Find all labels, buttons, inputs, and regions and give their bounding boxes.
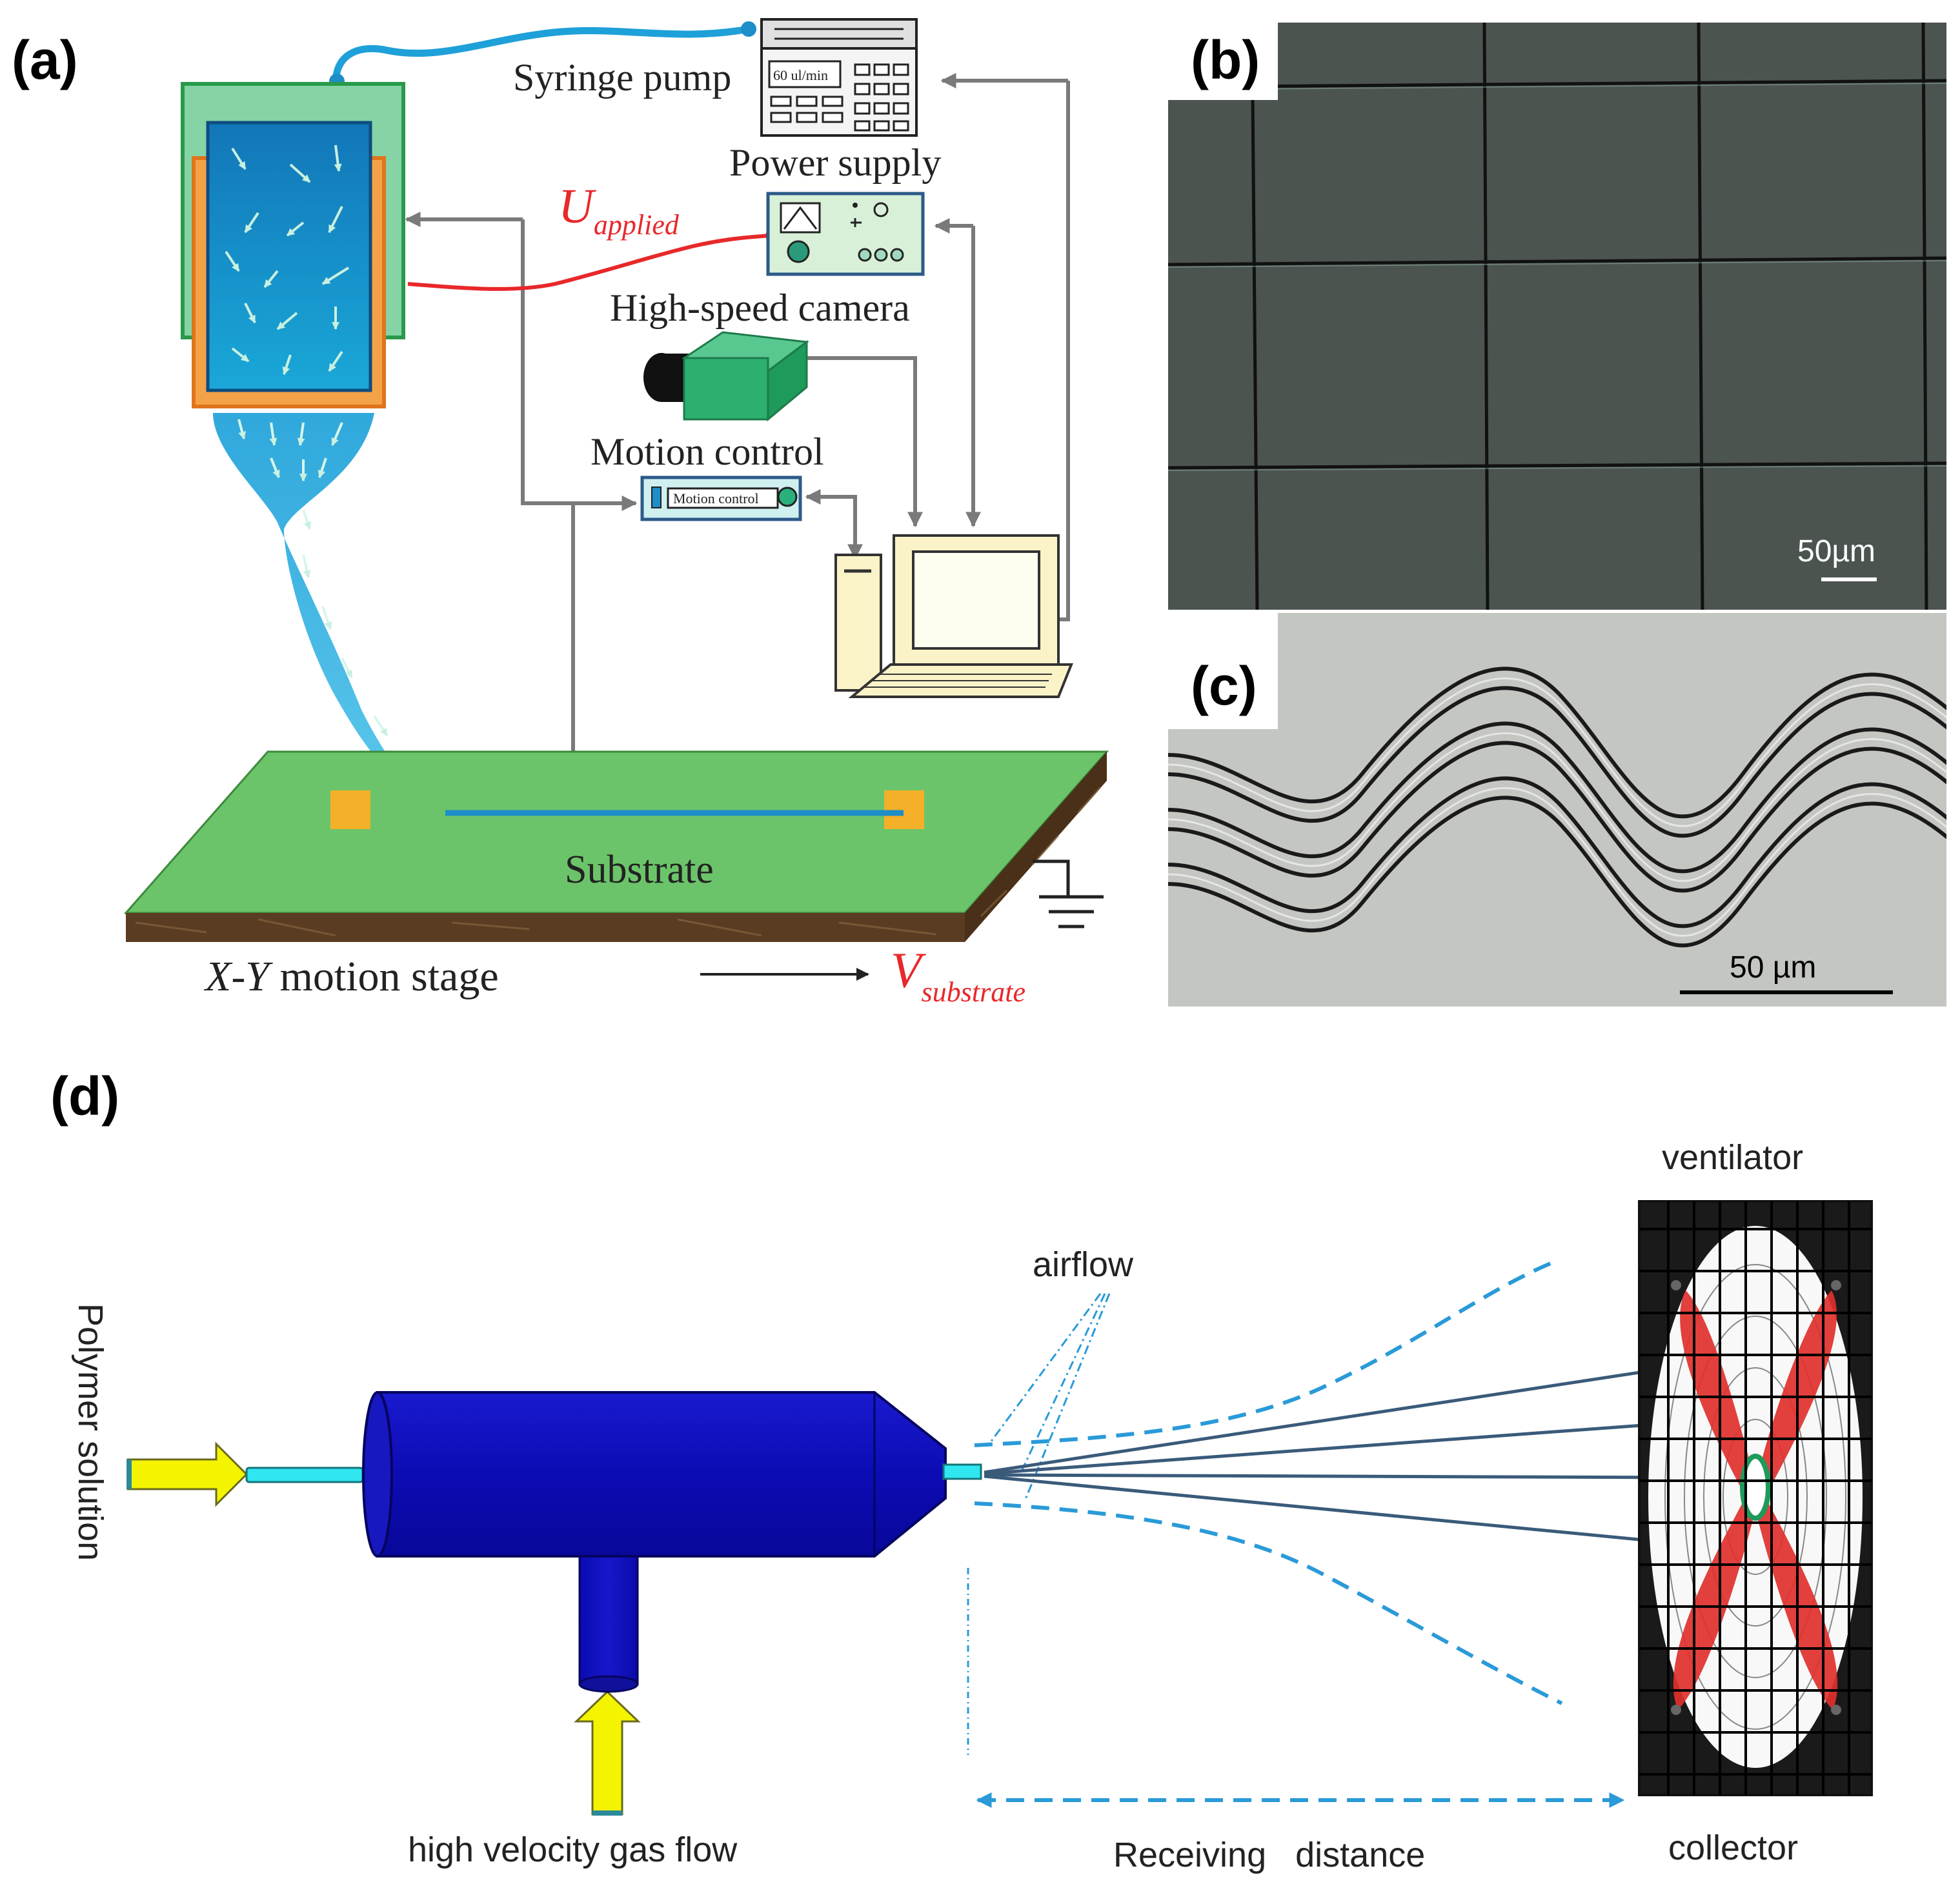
airflow-leaders: [989, 1293, 1111, 1501]
collector-label: collector: [1668, 1829, 1798, 1867]
airflow-label: airflow: [1033, 1245, 1134, 1284]
print-head: [181, 82, 445, 814]
polymer-inflow-arrow: [126, 1441, 248, 1507]
polymer-solution-label: Polymer solution: [71, 1303, 110, 1561]
fiber-streams: [984, 1365, 1679, 1545]
stage-italic: X-Y: [203, 953, 273, 1000]
panel-d: (d) Polymer solution: [50, 1066, 1873, 1874]
syringe-pump-icon: 60 ul/min: [760, 18, 918, 137]
receiving-distance-label: Receiving distance: [1113, 1836, 1425, 1874]
camera-icon: [643, 331, 809, 422]
v-main: V: [891, 942, 927, 998]
panel-c-scale-label: 50 µm: [1730, 950, 1816, 985]
pump-display: 60 ul/min: [773, 67, 828, 83]
panel-b: (b) 50µm: [1168, 23, 1946, 610]
gas-flow-label: high velocity gas flow: [408, 1830, 738, 1869]
supply-tube: [332, 25, 753, 88]
ground-icon: [1033, 859, 1104, 928]
syringe-pump-label: Syringe pump: [513, 56, 731, 99]
motion-device-label: Motion control: [673, 490, 759, 506]
substrate-velocity-label: Vsubstrate: [891, 942, 1025, 1008]
panel-a: (a): [12, 18, 1109, 1008]
panel-c-label: (c): [1191, 656, 1257, 716]
panel-c: (c) 50 µm: [1168, 613, 1946, 1007]
camera-label: High-speed camera: [610, 286, 910, 329]
u-sub: applied: [594, 209, 680, 241]
computer-icon: [834, 534, 1073, 698]
airflow-curves: [974, 1259, 1563, 1705]
u-main: U: [558, 179, 596, 234]
panel-b-scale-label: 50µm: [1797, 534, 1875, 568]
motion-controller-icon: Motion control: [640, 476, 802, 521]
gas-inflow-arrow: [574, 1690, 641, 1816]
power-supply-label: Power supply: [729, 141, 941, 184]
ventilator-fan-icon: [1638, 1200, 1873, 1796]
stage-label: X-Y motion stage: [203, 953, 499, 1000]
nozzle-icon: [245, 1391, 982, 1693]
panel-a-label: (a): [12, 30, 78, 90]
stage-rest: motion stage: [269, 953, 499, 1000]
panel-b-label: (b): [1191, 30, 1260, 90]
applied-voltage-label: Uapplied: [558, 179, 680, 241]
substrate: Substrate: [123, 750, 1109, 942]
panel-c-micrograph: [1168, 613, 1946, 1007]
panel-b-micrograph: [1168, 23, 1946, 610]
substrate-label: Substrate: [565, 848, 714, 892]
panel-d-label: (d): [50, 1066, 119, 1127]
v-sub: substrate: [922, 976, 1025, 1008]
voltage-wire: [407, 234, 772, 291]
power-supply-icon: [766, 192, 925, 276]
motion-control-label: Motion control: [591, 430, 824, 473]
ventilator-label: ventilator: [1662, 1138, 1803, 1177]
